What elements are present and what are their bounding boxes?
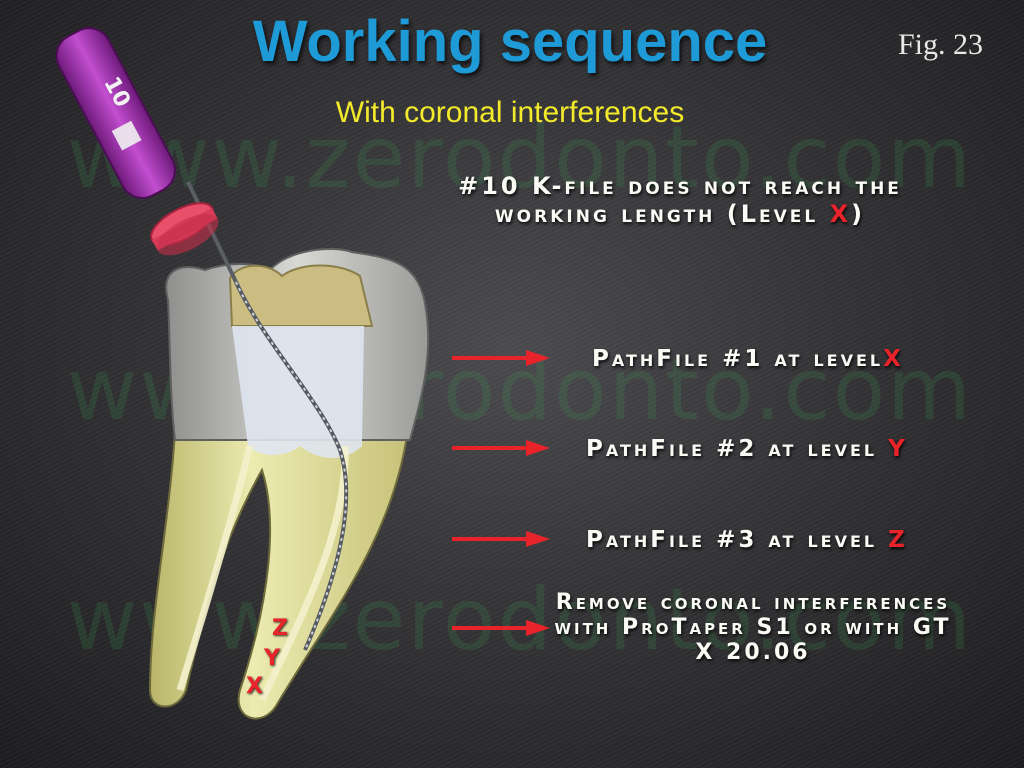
step-pathfile-1: PathFile #1 at levelX <box>592 346 904 372</box>
watermark-bottom: www.zerodonto.com <box>66 570 974 670</box>
access-cavity <box>228 264 374 327</box>
canal-left <box>176 445 254 692</box>
level-x-marker: X <box>246 674 263 699</box>
figure-label: Fig. 23 <box>898 28 984 61</box>
watermark-top: www.zerodonto.com <box>66 108 974 208</box>
level-y-marker: Y <box>264 646 280 671</box>
file-handle <box>55 27 176 199</box>
step-1-text: PathFile #1 at level <box>592 346 884 372</box>
step-remove-interferences: Remove coronal interferences with ProTap… <box>554 590 952 665</box>
kfile-note: #10 K-file does not reach the working le… <box>420 172 940 228</box>
arrow-step-4 <box>452 620 550 636</box>
arrow-step-3 <box>452 531 550 547</box>
level-z-marker: Z <box>272 616 288 641</box>
step-1-level: X <box>883 346 904 372</box>
step-3-level: Z <box>888 527 908 553</box>
step-2-level: Y <box>888 436 908 462</box>
arrow-step-1 <box>452 350 550 366</box>
step-2-text: PathFile #2 at level <box>586 436 889 462</box>
tooth-roots <box>148 429 410 720</box>
kfile-note-closing: ) <box>851 200 866 228</box>
subtitle: With coronal interferences <box>335 96 685 129</box>
step-pathfile-3: PathFile #3 at level Z <box>586 527 908 553</box>
step-3-text: PathFile #3 at level <box>586 527 889 553</box>
arrow-step-2 <box>452 440 550 456</box>
step-pathfile-2: PathFile #2 at level Y <box>586 436 908 462</box>
page-title: Working sequence <box>252 9 768 74</box>
kfile-note-level: X <box>829 200 852 228</box>
kfile-note-text: #10 K-file does not reach the working le… <box>458 172 902 228</box>
pulp-chamber <box>232 326 364 458</box>
